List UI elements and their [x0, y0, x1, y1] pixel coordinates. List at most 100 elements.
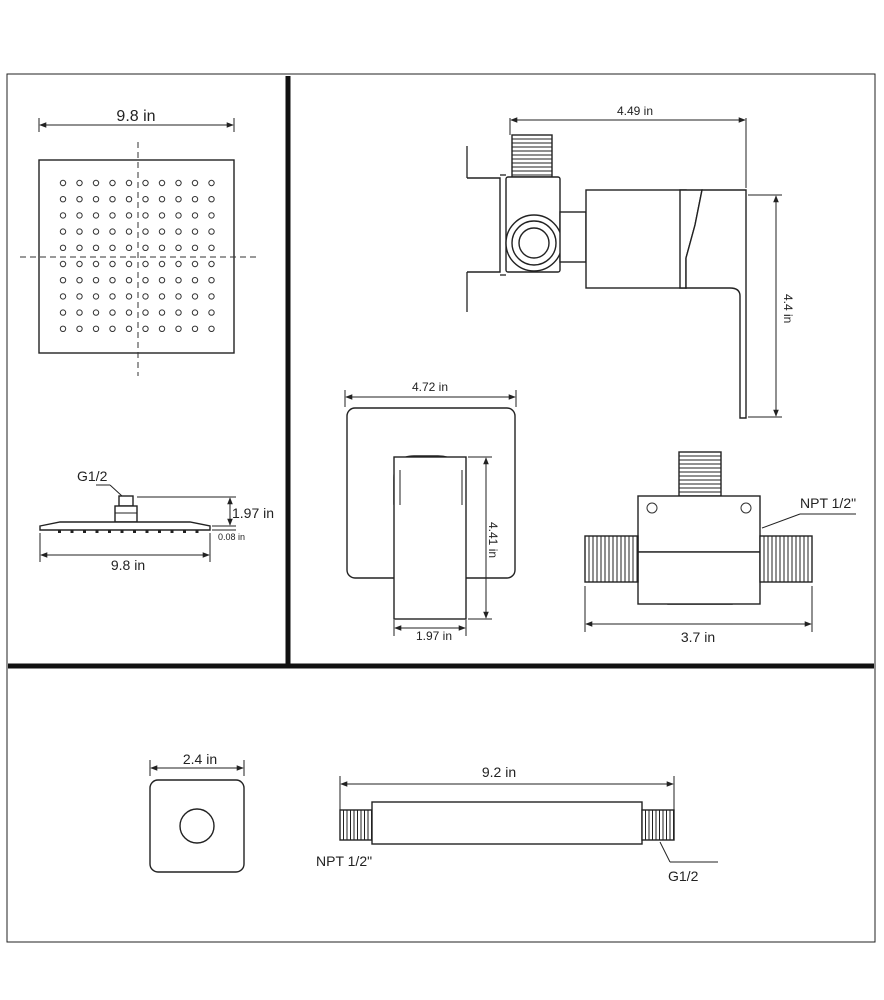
valve-body-left-thread — [584, 535, 639, 583]
nozzle — [59, 179, 67, 187]
nozzle — [125, 293, 133, 300]
nozzle — [125, 212, 133, 219]
nozzle — [92, 277, 100, 284]
side-nozzle — [133, 530, 136, 533]
side-nozzle — [120, 530, 124, 533]
nozzle — [109, 260, 116, 268]
valve-body-thread-label: NPT 1/2" — [800, 495, 856, 511]
trim-plate-height-label: 4.41 in — [486, 522, 500, 558]
nozzle — [109, 277, 116, 284]
nozzle — [158, 196, 166, 203]
nozzle — [76, 244, 83, 252]
nozzle — [191, 212, 199, 219]
nozzle — [208, 179, 215, 187]
nozzle — [125, 260, 133, 268]
nozzle — [208, 244, 215, 252]
side-nozzle — [95, 530, 99, 533]
nozzle — [175, 325, 182, 332]
nozzle — [158, 212, 166, 219]
nozzle — [158, 325, 166, 332]
nozzle — [191, 228, 199, 235]
nozzle — [142, 325, 149, 332]
nozzle — [175, 260, 182, 268]
nozzle — [158, 260, 166, 268]
trim-handle-front — [393, 456, 467, 620]
nozzle — [191, 196, 199, 203]
showerhead-height-label: 1.97 in — [232, 505, 274, 521]
nozzle — [191, 309, 199, 316]
outer-frame — [6, 73, 876, 943]
nozzle — [125, 277, 133, 284]
flange-hole — [179, 808, 215, 844]
side-nozzle — [145, 530, 149, 533]
nozzle — [59, 212, 67, 219]
valve-body-upper — [637, 495, 761, 553]
nozzle — [142, 260, 149, 268]
nozzle — [109, 325, 116, 332]
nozzle — [158, 293, 166, 300]
nozzle — [76, 325, 83, 332]
nozzle — [191, 260, 199, 268]
nozzle — [175, 309, 182, 316]
arm-tube — [371, 801, 643, 845]
valve-side-view: 4.49 in 4.4 in — [466, 104, 795, 419]
nozzle — [76, 309, 83, 316]
nozzle — [208, 196, 215, 203]
side-nozzle — [158, 530, 161, 533]
side-nozzle — [183, 530, 186, 533]
nozzle — [125, 196, 133, 203]
side-nozzle — [83, 530, 86, 533]
nozzle — [92, 260, 100, 268]
showerhead-thread-label: G1/2 — [77, 468, 108, 484]
side-nozzles — [58, 530, 199, 533]
nozzle — [142, 196, 149, 203]
handle-depth-label: 1.97 in — [416, 629, 452, 643]
nozzle-grid — [59, 179, 215, 332]
nozzle — [142, 179, 149, 187]
showerhead-profile — [39, 521, 211, 531]
nozzle — [59, 325, 67, 332]
showerhead-top-view: 9.8 in — [20, 108, 256, 376]
nozzle — [92, 244, 100, 252]
nozzle — [76, 293, 83, 300]
nozzle — [109, 228, 116, 235]
valve-stem — [559, 211, 587, 263]
nozzle — [109, 179, 116, 187]
nozzle — [158, 179, 166, 187]
nozzle — [92, 228, 100, 235]
nozzle — [59, 228, 67, 235]
valve-body-top-thread — [678, 451, 722, 497]
arm-right-thread — [641, 809, 675, 841]
nozzle — [208, 212, 215, 219]
nozzle — [175, 244, 182, 252]
nozzle — [92, 325, 100, 332]
nozzle — [175, 196, 182, 203]
valve-length-label: 4.49 in — [617, 104, 653, 118]
nozzle — [208, 277, 215, 284]
valve-handle — [685, 189, 747, 419]
nozzle — [92, 179, 100, 187]
nozzle — [76, 228, 83, 235]
nozzle — [191, 293, 199, 300]
mount-hole-left — [646, 502, 658, 514]
nozzle — [175, 212, 182, 219]
arm-flange-view: 2.4 in — [149, 751, 245, 873]
nozzle — [76, 277, 83, 284]
side-nozzle — [170, 530, 174, 533]
nozzle — [92, 196, 100, 203]
nozzle — [125, 228, 133, 235]
nozzle — [76, 196, 83, 203]
nozzle — [208, 260, 215, 268]
valve-port-inner — [518, 227, 550, 259]
valve-body-lower — [637, 551, 761, 605]
nozzle — [191, 325, 199, 332]
nozzle — [142, 309, 149, 316]
nozzle — [208, 309, 215, 316]
side-nozzle — [195, 530, 199, 533]
nozzle — [125, 309, 133, 316]
nozzle — [142, 277, 149, 284]
trim-plate-front-view: 4.72 in 4.41 in 1.97 in — [344, 380, 517, 643]
nozzle — [125, 179, 133, 187]
valve-cartridge — [585, 189, 687, 289]
